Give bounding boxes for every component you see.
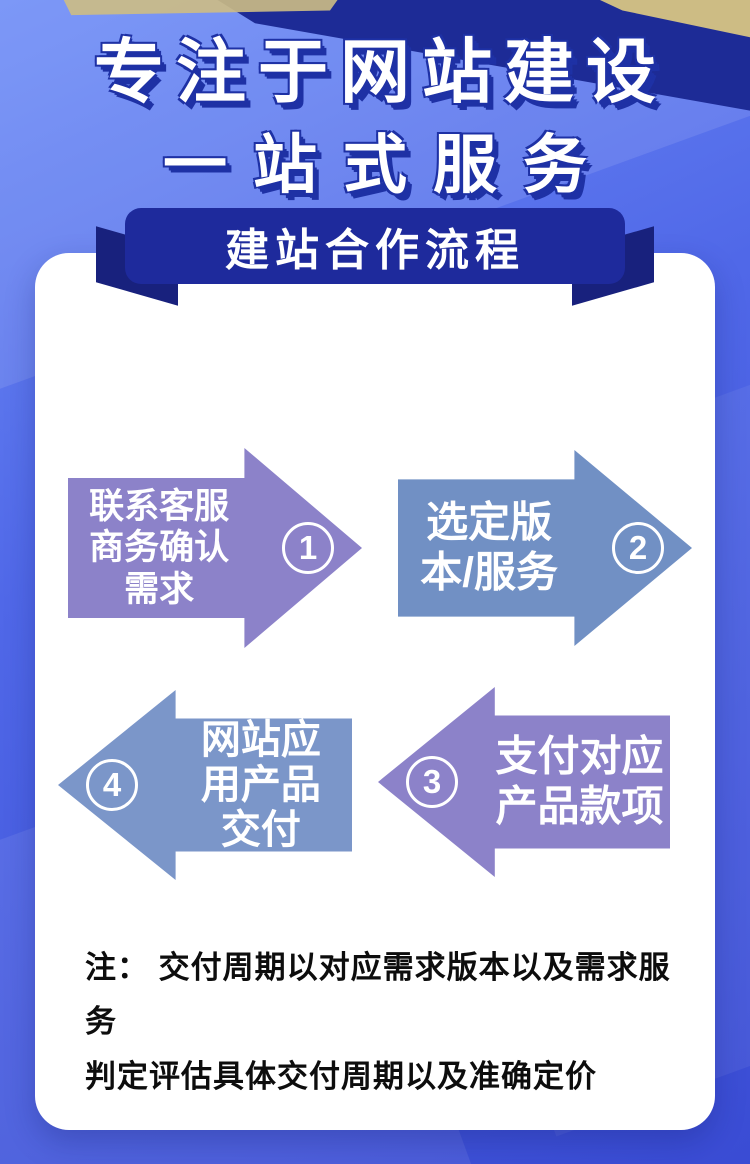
step-3-label: 支付对应 产品款项 — [492, 732, 667, 833]
step-4-number-badge: 4 — [86, 759, 138, 811]
step-4-arrow: 网站应 用产品 交付 4 — [58, 690, 352, 880]
step-1-line2: 商务确认 — [89, 528, 230, 568]
step-2-arrow: 选定版 本/服务 2 — [398, 450, 692, 646]
step-3-line1: 支付对应 — [495, 732, 664, 780]
section-ribbon: 建站合作流程 — [125, 208, 625, 284]
step-2-number: 2 — [628, 529, 648, 566]
step-4-line2: 用产品 — [200, 762, 321, 807]
section-ribbon-label: 建站合作流程 — [225, 226, 525, 275]
step-4-label: 网站应 用产品 交付 — [173, 718, 349, 852]
step-1-number: 1 — [298, 529, 318, 566]
step-4-number: 4 — [102, 766, 122, 803]
step-3-arrow: 支付对应 产品款项 3 — [378, 687, 670, 877]
footnote: 注： 交付周期以对应需求版本以及需求服务 判定评估具体交付周期以及准确定价 — [85, 941, 675, 1104]
content-card: 联系客服 商务确认 需求 1 选定版 本/服务 2 支付对应 产品款项 — [35, 253, 715, 1130]
footnote-line1: 注： 交付周期以对应需求版本以及需求服务 — [85, 950, 671, 1040]
step-1-label: 联系客服 商务确认 需求 — [71, 486, 247, 610]
main-title-line1: 专注于网站建设 — [94, 33, 668, 111]
step-2-line1: 选定版 — [426, 498, 553, 546]
step-1-line3: 需求 — [124, 569, 195, 609]
step-2-number-badge: 2 — [612, 522, 664, 574]
step-4-line1: 网站应 — [200, 717, 321, 762]
step-3-number-badge: 3 — [406, 756, 458, 808]
step-4-line3: 交付 — [220, 807, 301, 852]
main-title-line2: 一站式服务 — [163, 129, 613, 201]
step-2-label: 选定版 本/服务 — [401, 498, 577, 599]
step-3-number: 3 — [422, 763, 442, 800]
step-1-arrow: 联系客服 商务确认 需求 1 — [68, 448, 362, 648]
step-1-line1: 联系客服 — [89, 487, 230, 527]
step-2-line2: 本/服务 — [420, 549, 558, 596]
step-3-line2: 产品款项 — [495, 783, 664, 830]
step-1-number-badge: 1 — [282, 522, 334, 574]
footnote-line2: 判定评估具体交付周期以及准确定价 — [85, 1058, 597, 1094]
